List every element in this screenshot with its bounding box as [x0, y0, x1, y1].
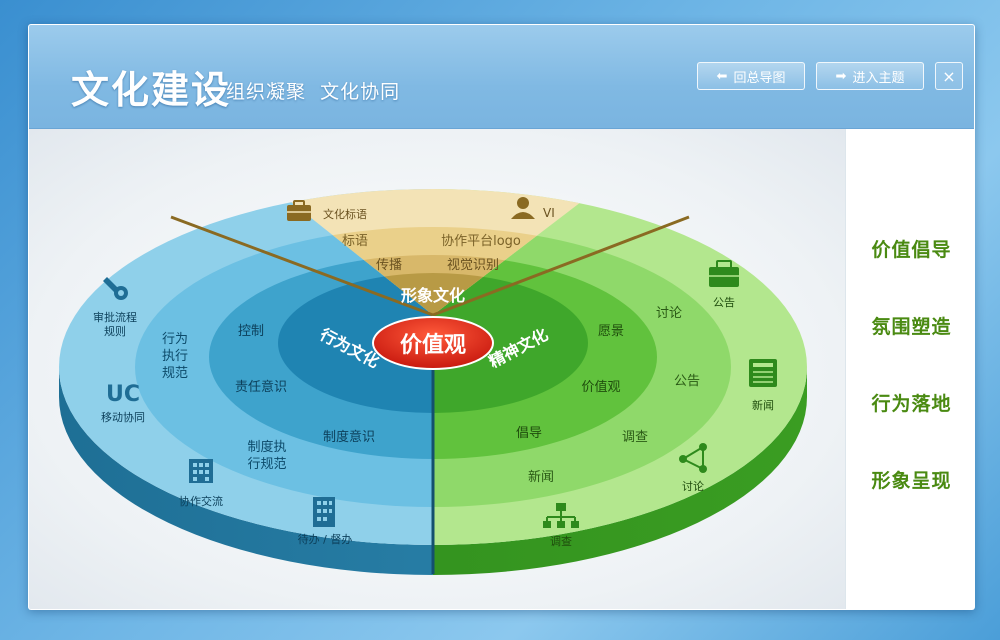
- sidebar-item-image[interactable]: 形象呈现: [871, 470, 952, 492]
- title-bar: 文化建设 组织凝聚 文化协同 ⬅ 回总导图 ➡ 进入主题 ×: [29, 25, 974, 129]
- back-to-map-label: 回总导图: [733, 70, 786, 86]
- sidebar-item-value-advocacy[interactable]: 价值倡导: [871, 239, 952, 261]
- spirit-inner-1: 价值观: [581, 379, 620, 395]
- behavior-inner-1: 责任意识: [235, 379, 287, 395]
- spirit-app-2: 讨论: [682, 479, 704, 493]
- spirit-outer-3: 新闻: [528, 469, 554, 485]
- page-title: 文化建设: [71, 68, 232, 112]
- toolbox-icon[interactable]: [709, 260, 739, 287]
- spirit-outer-2: 调查: [622, 430, 648, 445]
- behavior-outer-1: 制度执行规范: [247, 439, 286, 472]
- image-culture-label: 形象文化: [401, 286, 465, 305]
- image-outer-0: 标语: [342, 234, 368, 249]
- side-panel: 价值倡导 氛围塑造 行为落地 形象呈现: [845, 129, 974, 609]
- image-app-0: 文化标语: [323, 207, 367, 221]
- wrench-icon[interactable]: [103, 277, 128, 300]
- person-icon[interactable]: [511, 197, 535, 219]
- image-app-1: VI: [543, 206, 555, 220]
- close-icon: ×: [942, 66, 956, 86]
- disk-side-right: [433, 367, 807, 575]
- office-building-icon[interactable]: [313, 497, 335, 527]
- spirit-app-0: 公告: [713, 296, 735, 309]
- behavior-app-2: 协作交流: [179, 494, 223, 508]
- culture-wheel-diagram: 价值观 形象文化 行为文化 精神文化 传播 视觉识别 标语 协作平台logo 文…: [59, 189, 807, 575]
- uc-icon[interactable]: UC: [106, 382, 140, 407]
- briefcase-icon[interactable]: [287, 200, 311, 221]
- behavior-outer-0: 行为执行规范: [162, 332, 188, 381]
- disk-side-left: [59, 367, 433, 575]
- back-to-map-button[interactable]: ⬅ 回总导图: [697, 62, 805, 90]
- spirit-outer-0: 讨论: [656, 306, 682, 321]
- behavior-app-0: 审批流程规则: [93, 310, 137, 338]
- app-window: 文化建设 组织凝聚 文化协同 ⬅ 回总导图 ➡ 进入主题 ×: [28, 24, 975, 610]
- divider-left: [170, 215, 434, 317]
- newspaper-icon[interactable]: [749, 359, 777, 387]
- behavior-section: [59, 189, 433, 545]
- share-nodes-icon[interactable]: [679, 443, 707, 473]
- image-inner-0: 传播: [376, 258, 402, 273]
- spirit-outer-1: 公告: [674, 374, 700, 389]
- behavior-inner-0: 控制: [238, 324, 264, 339]
- image-inner-1: 视觉识别: [447, 258, 499, 273]
- sidebar-item-behavior[interactable]: 行为落地: [871, 393, 952, 415]
- spirit-app-1: 新闻: [752, 398, 774, 412]
- divider-right: [432, 215, 690, 317]
- center-label: 价值观: [400, 332, 466, 358]
- building-icon[interactable]: [189, 459, 213, 483]
- behavior-app-3: 待办 / 督办: [298, 532, 353, 546]
- diagram-area: 价值观 形象文化 行为文化 精神文化 传播 视觉识别 标语 协作平台logo 文…: [29, 129, 845, 609]
- spirit-inner-0: 愿景: [598, 324, 624, 339]
- enter-topic-button[interactable]: ➡ 进入主题: [816, 62, 924, 90]
- enter-topic-label: 进入主题: [852, 70, 905, 86]
- org-chart-icon[interactable]: [543, 503, 579, 528]
- arrow-left-icon: ⬅: [716, 68, 728, 84]
- behavior-app-1: 移动协同: [101, 410, 145, 424]
- center-badge: [372, 316, 494, 370]
- spirit-inner-2: 倡导: [516, 426, 542, 441]
- page-subtitle: 组织凝聚 文化协同: [226, 81, 401, 103]
- behavior-inner-2: 制度意识: [323, 429, 375, 445]
- arrow-right-icon: ➡: [835, 68, 847, 84]
- sidebar-item-atmosphere[interactable]: 氛围塑造: [871, 316, 952, 338]
- image-outer-1: 协作平台logo: [441, 234, 521, 249]
- spirit-app-3: 调查: [550, 534, 572, 548]
- close-button[interactable]: ×: [935, 62, 963, 90]
